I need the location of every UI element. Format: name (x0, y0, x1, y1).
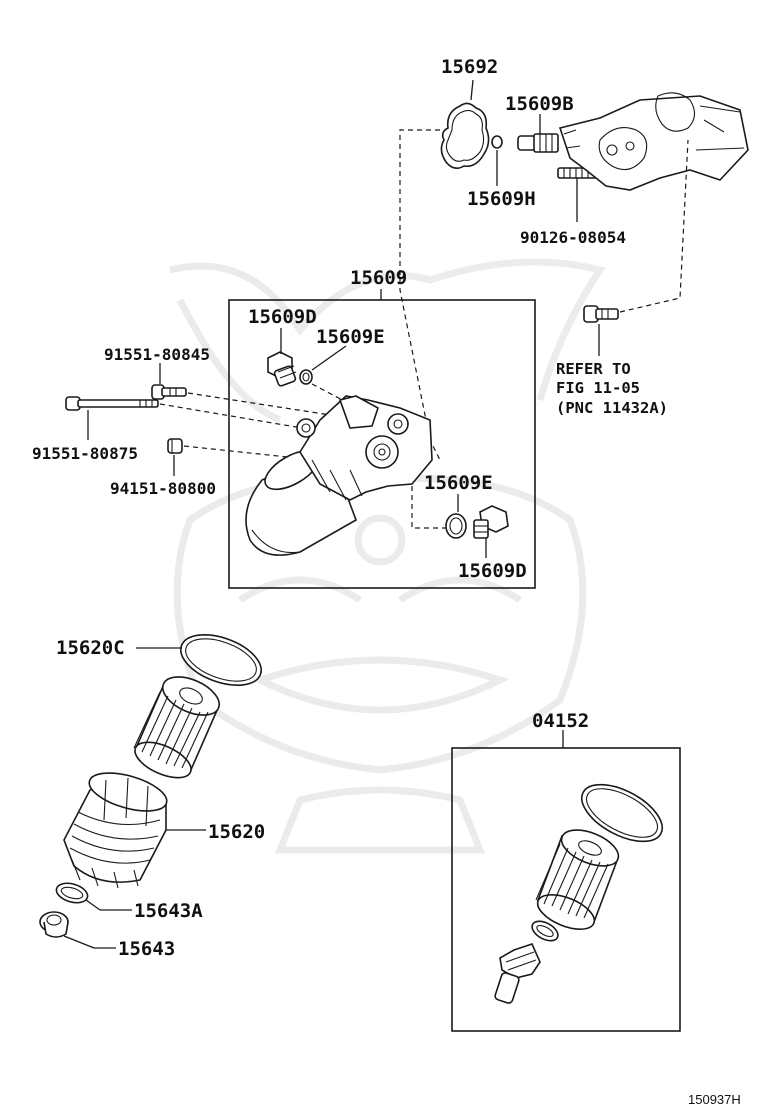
label-15620c: 15620C (56, 637, 125, 659)
oil-filter-bracket-15609[interactable] (245, 395, 433, 556)
drain-plug-15609d-right[interactable] (473, 505, 509, 539)
drain-plug-15643[interactable] (39, 911, 69, 938)
label-15609b: 15609B (505, 93, 574, 115)
filter-cap-15620[interactable] (63, 766, 171, 889)
label-15620: 15620 (208, 821, 265, 843)
dashed-line-plug-right (411, 486, 448, 529)
union-bolt-15609b[interactable] (517, 133, 559, 153)
gasket-15609e-right[interactable] (445, 513, 467, 539)
o-ring-15620c[interactable] (174, 625, 268, 695)
dashed-line-bolt-80875 (159, 403, 303, 429)
kit-box-04152 (451, 747, 681, 1032)
reference-line-2: FIG 11-05 (556, 379, 640, 397)
assembly-box-15609 (228, 299, 536, 589)
bolt-reference-11432a[interactable] (583, 305, 619, 323)
o-ring-kit[interactable] (573, 773, 671, 853)
label-15609d-right: 15609D (458, 560, 527, 582)
filter-element-left[interactable] (130, 669, 225, 785)
label-15609e-right: 15609E (424, 472, 493, 494)
label-15609e-top: 15609E (316, 326, 385, 348)
gasket-15643a[interactable] (54, 880, 90, 906)
image-code: 150937H (688, 1092, 741, 1107)
label-15643: 15643 (118, 938, 175, 960)
label-90126-08054: 90126-08054 (520, 228, 626, 247)
filter-element-kit[interactable] (533, 823, 623, 936)
dashed-line-ref-bolt (619, 139, 689, 313)
label-91551-80845: 91551-80845 (104, 345, 210, 364)
dashed-line-gasket (399, 129, 441, 461)
o-ring-small-kit[interactable] (529, 917, 561, 944)
o-ring-15609h[interactable] (491, 135, 503, 149)
bolt-94151-80800[interactable] (167, 438, 183, 454)
engine-block-fragment (558, 92, 749, 191)
label-91551-80875: 91551-80875 (32, 444, 138, 463)
gasket-15609e-top[interactable] (299, 369, 313, 385)
drain-valve-kit[interactable] (494, 943, 541, 1004)
label-15609d-top: 15609D (248, 306, 317, 328)
bolt-91551-80875[interactable] (65, 396, 159, 411)
reference-line-3: (PNC 11432A) (556, 399, 668, 417)
dashed-line-plug-top (311, 383, 351, 405)
label-15609: 15609 (350, 267, 407, 289)
label-15609h: 15609H (467, 188, 536, 210)
label-04152: 04152 (532, 710, 589, 732)
reference-line-1: REFER TO (556, 360, 631, 378)
bolt-91551-80845[interactable] (151, 384, 187, 400)
label-94151-80800: 94151-80800 (110, 479, 216, 498)
label-15692: 15692 (441, 56, 498, 78)
gasket-15692[interactable] (440, 102, 490, 170)
label-15643a: 15643A (134, 900, 203, 922)
drain-plug-15609d-top[interactable] (267, 351, 297, 387)
